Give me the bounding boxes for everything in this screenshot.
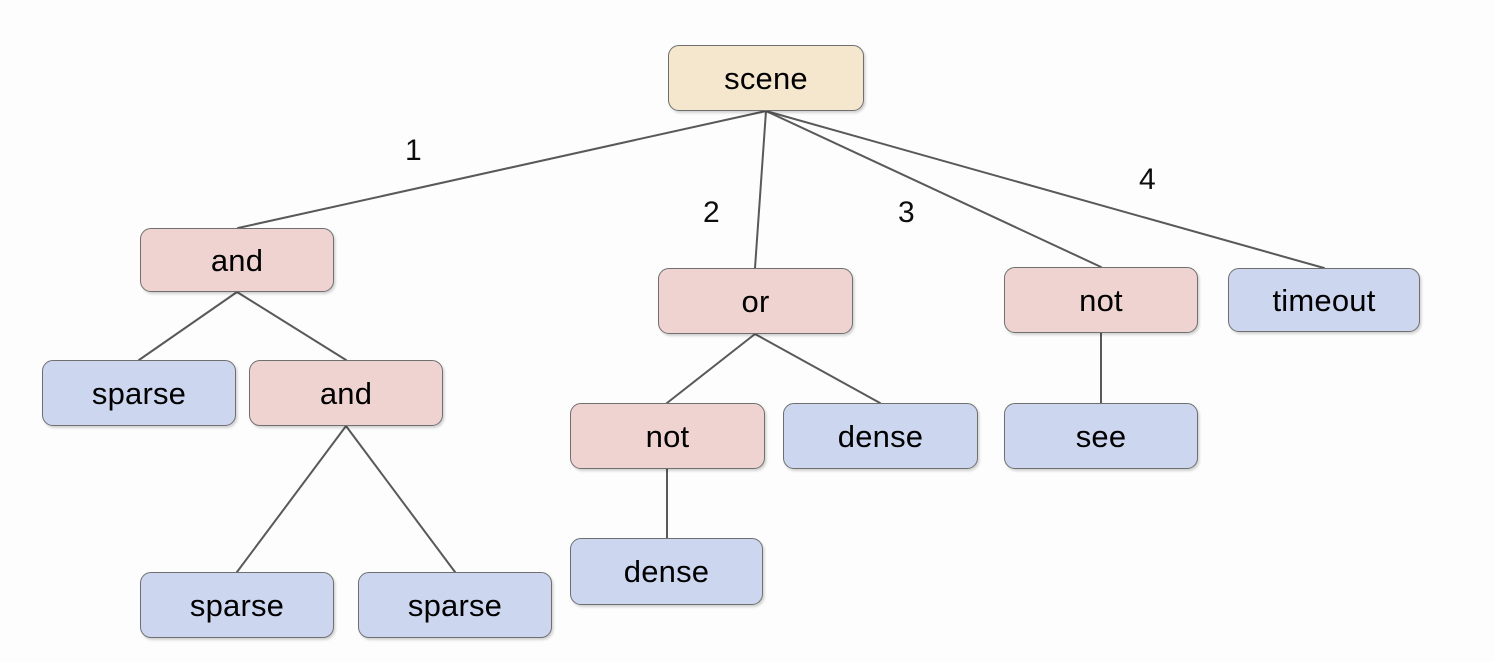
edge-order-label-2: 2 <box>703 196 720 229</box>
tree-node-timeout1[interactable]: timeout <box>1228 268 1420 332</box>
tree-node-label: timeout <box>1272 282 1376 318</box>
tree-node-label: and <box>210 242 264 278</box>
tree-edge-scene-to-or1 <box>754 110 767 269</box>
tree-edge-and1-to-sparse1 <box>138 291 238 361</box>
tree-node-and1[interactable]: and <box>140 228 334 292</box>
tree-edge-scene-to-and1 <box>237 110 767 229</box>
tree-node-label: sparse <box>91 375 187 411</box>
tree-node-or1[interactable]: or <box>658 268 853 334</box>
tree-edge-scene-to-not2 <box>765 110 1102 268</box>
edge-order-label-4: 4 <box>1139 163 1156 196</box>
tree-node-dense1[interactable]: dense <box>783 403 978 469</box>
tree-node-label: sparse <box>407 587 503 623</box>
edge-order-label-3: 3 <box>898 196 915 229</box>
tree-edge-or1-to-not1 <box>666 333 756 404</box>
tree-node-label: sparse <box>189 587 285 623</box>
tree-node-label: not <box>645 418 690 454</box>
tree-node-label: dense <box>623 554 710 589</box>
tree-node-label: see <box>1075 418 1127 454</box>
tree-node-label: and <box>319 375 373 411</box>
tree-edge-scene-to-timeout1 <box>765 110 1325 269</box>
tree-node-not2[interactable]: not <box>1004 267 1198 333</box>
tree-node-and2[interactable]: and <box>249 360 443 426</box>
tree-node-see1[interactable]: see <box>1004 403 1198 469</box>
tree-node-scene[interactable]: scene <box>668 45 864 111</box>
tree-node-dense2[interactable]: dense <box>570 538 763 605</box>
tree-node-label: or <box>741 283 770 319</box>
tree-edge-and2-to-sparse2 <box>236 425 347 573</box>
edge-order-label-1: 1 <box>405 134 422 167</box>
tree-edge-or1-to-dense1 <box>754 333 881 404</box>
tree-node-label: not <box>1079 282 1123 318</box>
tree-node-not1[interactable]: not <box>570 403 765 469</box>
tree-node-sparse3[interactable]: sparse <box>358 572 552 638</box>
tree-edge-and2-to-sparse3 <box>345 425 456 573</box>
tree-node-sparse1[interactable]: sparse <box>42 360 236 426</box>
tree-node-sparse2[interactable]: sparse <box>140 572 334 638</box>
tree-edge-and1-to-and2 <box>236 291 347 361</box>
tree-node-label: dense <box>837 418 924 454</box>
tree-node-label: scene <box>724 60 808 96</box>
